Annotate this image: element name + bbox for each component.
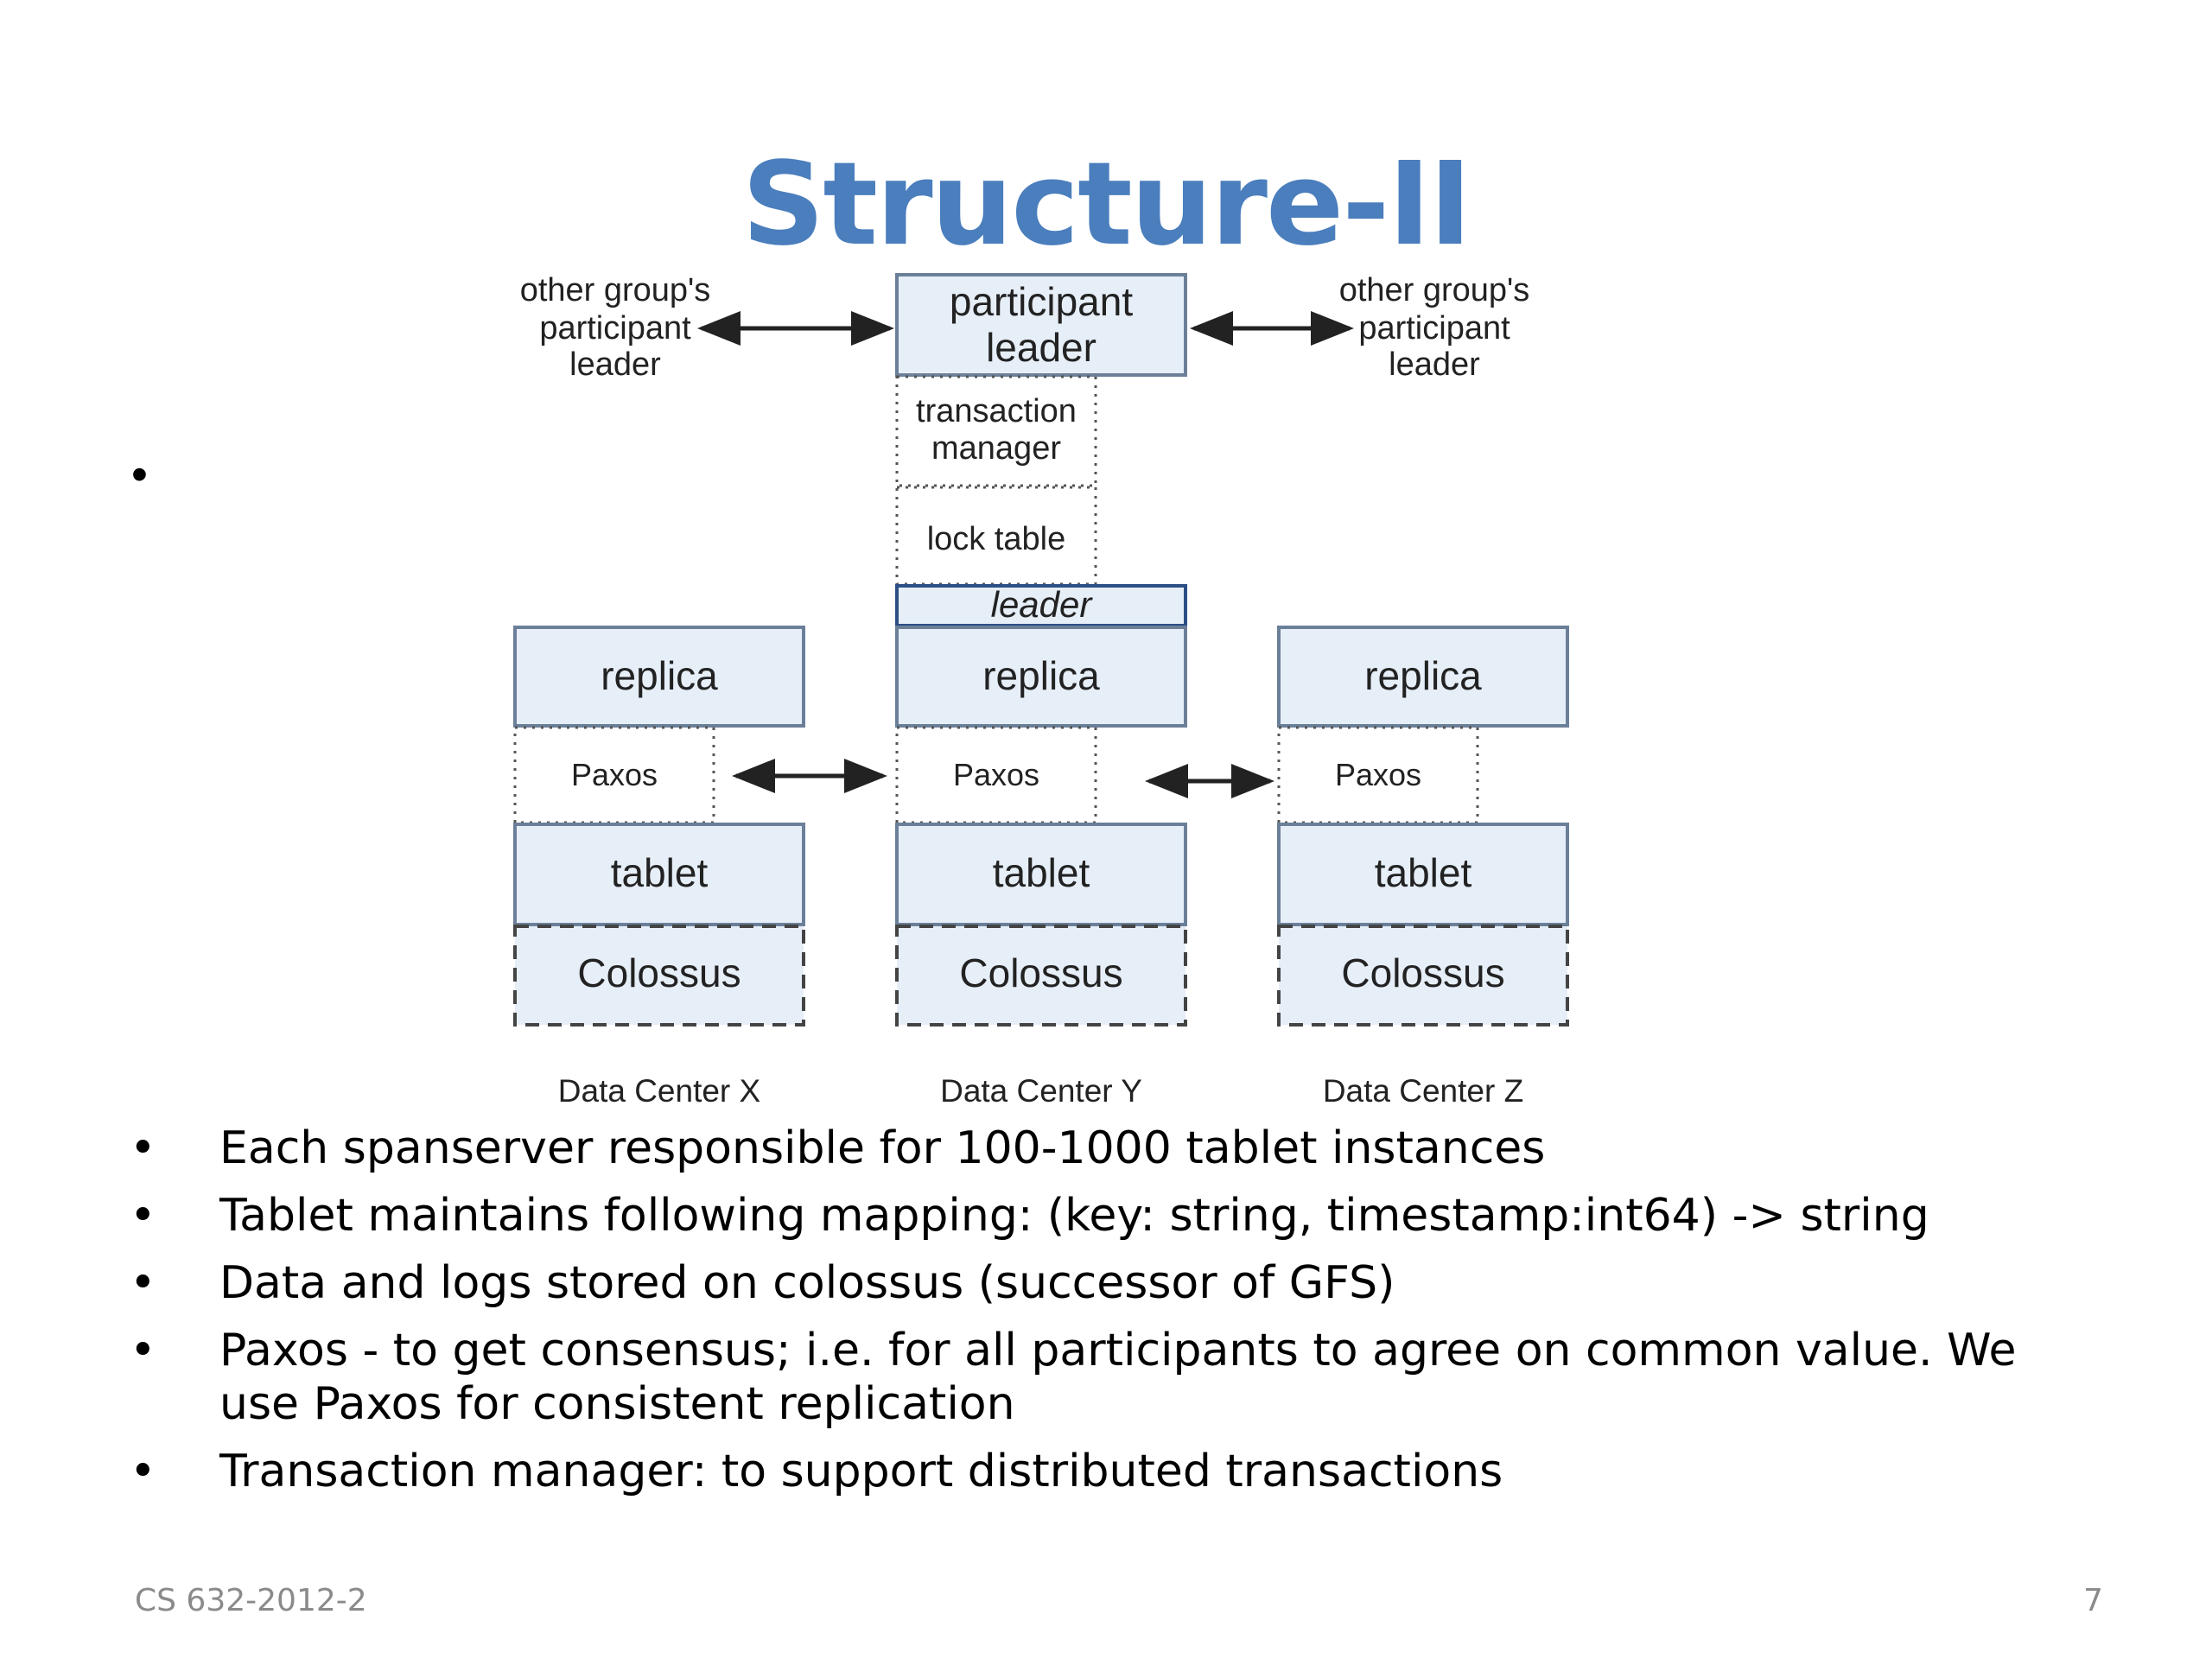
lock-table-label: lock table	[927, 521, 1066, 557]
bullet-item: •Data and logs stored on colossus (succe…	[130, 1257, 1395, 1309]
footer-course-label: CS 632-2012-2	[135, 1583, 367, 1618]
data-center-z-column: replica Paxos tablet Colossus Data Cente…	[1277, 626, 1569, 1109]
svg-text:participant: participant	[1358, 310, 1510, 346]
data-center-x-column: replica Paxos tablet Colossus Data Cente…	[513, 626, 805, 1109]
tablet-y-label: tablet	[993, 850, 1090, 895]
paxos-y-label: Paxos	[953, 757, 1039, 792]
empty-bullet: •	[131, 448, 148, 500]
svg-text:other group's: other group's	[520, 272, 711, 308]
bullet-item: •Tablet maintains following mapping: (ke…	[130, 1190, 1929, 1242]
svg-text:leader: leader	[569, 346, 661, 383]
slide-number: 7	[2083, 1583, 2103, 1618]
participant-leader-label: participant leader	[950, 279, 1133, 370]
bullet-item: •Transaction manager: to support distrib…	[130, 1446, 1503, 1497]
colossus-y-label: Colossus	[959, 950, 1122, 995]
paxos-x-label: Paxos	[571, 757, 658, 792]
right-other-group-label: other group's participant leader	[1339, 272, 1530, 383]
data-center-z-label: Data Center Z	[1323, 1073, 1523, 1109]
tablet-z-label: tablet	[1375, 850, 1472, 895]
colossus-z-label: Colossus	[1341, 950, 1504, 995]
data-center-x-label: Data Center X	[558, 1073, 760, 1109]
data-center-y-column: replica Paxos tablet Colossus Data Cente…	[895, 626, 1187, 1109]
svg-text:participant: participant	[539, 310, 691, 346]
bullet-item: •Paxos - to get consensus; i.e. for all …	[130, 1325, 2017, 1430]
leader-strip	[895, 584, 1187, 627]
colossus-x-label: Colossus	[577, 950, 741, 995]
transaction-manager-box	[895, 375, 1097, 487]
transaction-manager-label: transaction manager	[916, 393, 1077, 467]
leader-label: leader	[991, 584, 1094, 625]
data-center-y-label: Data Center Y	[940, 1073, 1142, 1109]
svg-text:leader: leader	[1389, 346, 1480, 383]
participant-leader-box	[895, 273, 1187, 377]
replica-z-label: replica	[1364, 653, 1482, 698]
svg-text:transaction: transaction	[916, 393, 1077, 429]
replica-x-label: replica	[601, 653, 718, 698]
paxos-z-label: Paxos	[1335, 757, 1421, 792]
svg-text:manager: manager	[931, 430, 1061, 467]
svg-text:participant: participant	[950, 279, 1133, 324]
bullet-list: •Each spanserver responsible for 100-100…	[130, 1122, 2082, 1512]
svg-text:other group's: other group's	[1339, 272, 1530, 308]
left-other-group-label: other group's participant leader	[520, 272, 711, 383]
replica-y-label: replica	[982, 653, 1100, 698]
slide-title: Structure-II	[741, 138, 1472, 271]
tablet-x-label: tablet	[611, 850, 709, 895]
svg-text:leader: leader	[986, 325, 1096, 370]
bullet-item: •Each spanserver responsible for 100-100…	[130, 1122, 1546, 1174]
